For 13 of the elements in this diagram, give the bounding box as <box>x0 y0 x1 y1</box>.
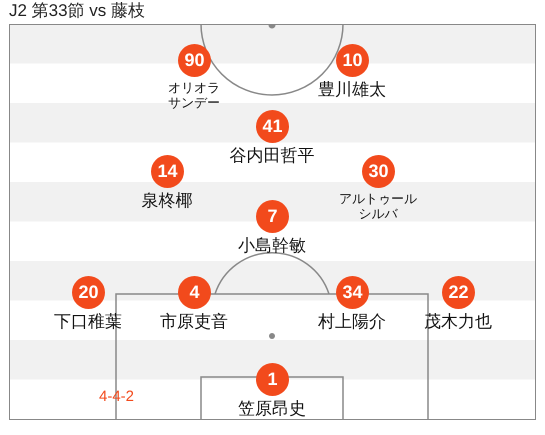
player-name: アルトゥールシルバ <box>338 191 418 221</box>
player-name: 村上陽介 <box>317 312 387 332</box>
formation-label: 4-4-2 <box>99 388 134 406</box>
player-name: 茂木力也 <box>423 312 493 332</box>
player-name: 豊川雄太 <box>317 80 387 100</box>
player-name: オリオラサンデー <box>167 80 221 110</box>
player-name: 泉柊椰 <box>140 191 194 211</box>
player-name: 市原吏音 <box>159 312 229 332</box>
player-name: 笠原昂史 <box>237 399 307 419</box>
player-name: 下口稚葉 <box>53 312 123 332</box>
player-name: 谷内田哲平 <box>228 146 316 166</box>
player-name: 小島幹敏 <box>237 236 307 256</box>
title: J2 第33節 vs 藤枝 <box>9 0 146 22</box>
